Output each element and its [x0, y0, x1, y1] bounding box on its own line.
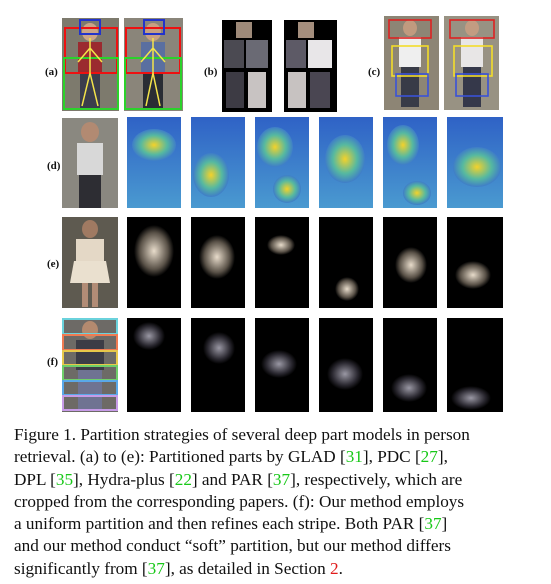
citation-link[interactable]: 37: [147, 558, 165, 578]
caption-text: DPL [: [14, 469, 56, 489]
citation-link[interactable]: 22: [174, 469, 192, 489]
refined-stripe-maps: [127, 318, 503, 412]
caption-line-7: significantly from [37], as detailed in …: [14, 558, 538, 580]
caption-text: cropped from the corresponding papers. (…: [14, 491, 465, 511]
hydra-person-image: [62, 118, 118, 208]
caption-text: ]: [441, 514, 448, 534]
citation-link[interactable]: 37: [272, 469, 291, 489]
caption-line-5: a uniform partition and then refines eac…: [14, 513, 538, 535]
figure-caption: Figure 1. Partition strategies of severa…: [14, 424, 538, 580]
citation-link[interactable]: 35: [55, 469, 74, 489]
caption-line-6: and our method conduct “soft” partition,…: [14, 535, 538, 557]
caption-text: ], respectively, which are: [290, 469, 463, 489]
section-link[interactable]: 2: [330, 558, 339, 578]
caption-text: ], Hydra-plus [: [73, 469, 175, 489]
caption-line-1: Figure 1. Partition strategies of severa…: [14, 424, 538, 446]
caption-text: .: [338, 558, 343, 578]
pdc-part-images: [222, 20, 337, 112]
caption-text: Figure 1. Partition strategies of severa…: [14, 425, 470, 444]
caption-text: and our method conduct “soft” partition,…: [14, 536, 451, 556]
citation-link[interactable]: 27: [420, 447, 438, 467]
caption-text: significantly from [: [14, 558, 148, 578]
dpl-person-images: [384, 16, 499, 110]
caption-line-2: retrieval. (a) to (e): Partitioned parts…: [14, 446, 538, 468]
caption-text: ],: [437, 447, 448, 467]
panel-label-c: (c): [368, 66, 381, 78]
panel-label-b: (b): [204, 66, 218, 78]
citation-link[interactable]: 37: [424, 514, 442, 534]
caption-line-3: DPL [35], Hydra-plus [22] and PAR [37], …: [14, 469, 538, 491]
caption-text: retrieval. (a) to (e): Partitioned parts…: [14, 447, 346, 467]
our-method-person-image: [62, 318, 118, 412]
caption-text: ], PDC [: [362, 447, 421, 467]
panel-label-e: (e): [47, 258, 60, 270]
figure-panels: (a) (b) (c): [45, 16, 503, 412]
par-attention-maps: [127, 217, 503, 308]
caption-text: a uniform partition and then refines eac…: [14, 514, 425, 534]
par-person-image: [62, 217, 118, 308]
hydra-attention-heatmaps: [127, 117, 503, 208]
panel-label-a: (a): [45, 66, 58, 78]
caption-text: ], as detailed in Section: [164, 558, 330, 578]
glad-person-images: [62, 18, 183, 111]
caption-line-4: cropped from the corresponding papers. (…: [14, 491, 538, 513]
panel-label-d: (d): [47, 160, 61, 172]
panel-label-f: (f): [47, 356, 58, 368]
caption-text: ] and PAR [: [191, 469, 273, 489]
citation-link[interactable]: 31: [345, 447, 363, 467]
